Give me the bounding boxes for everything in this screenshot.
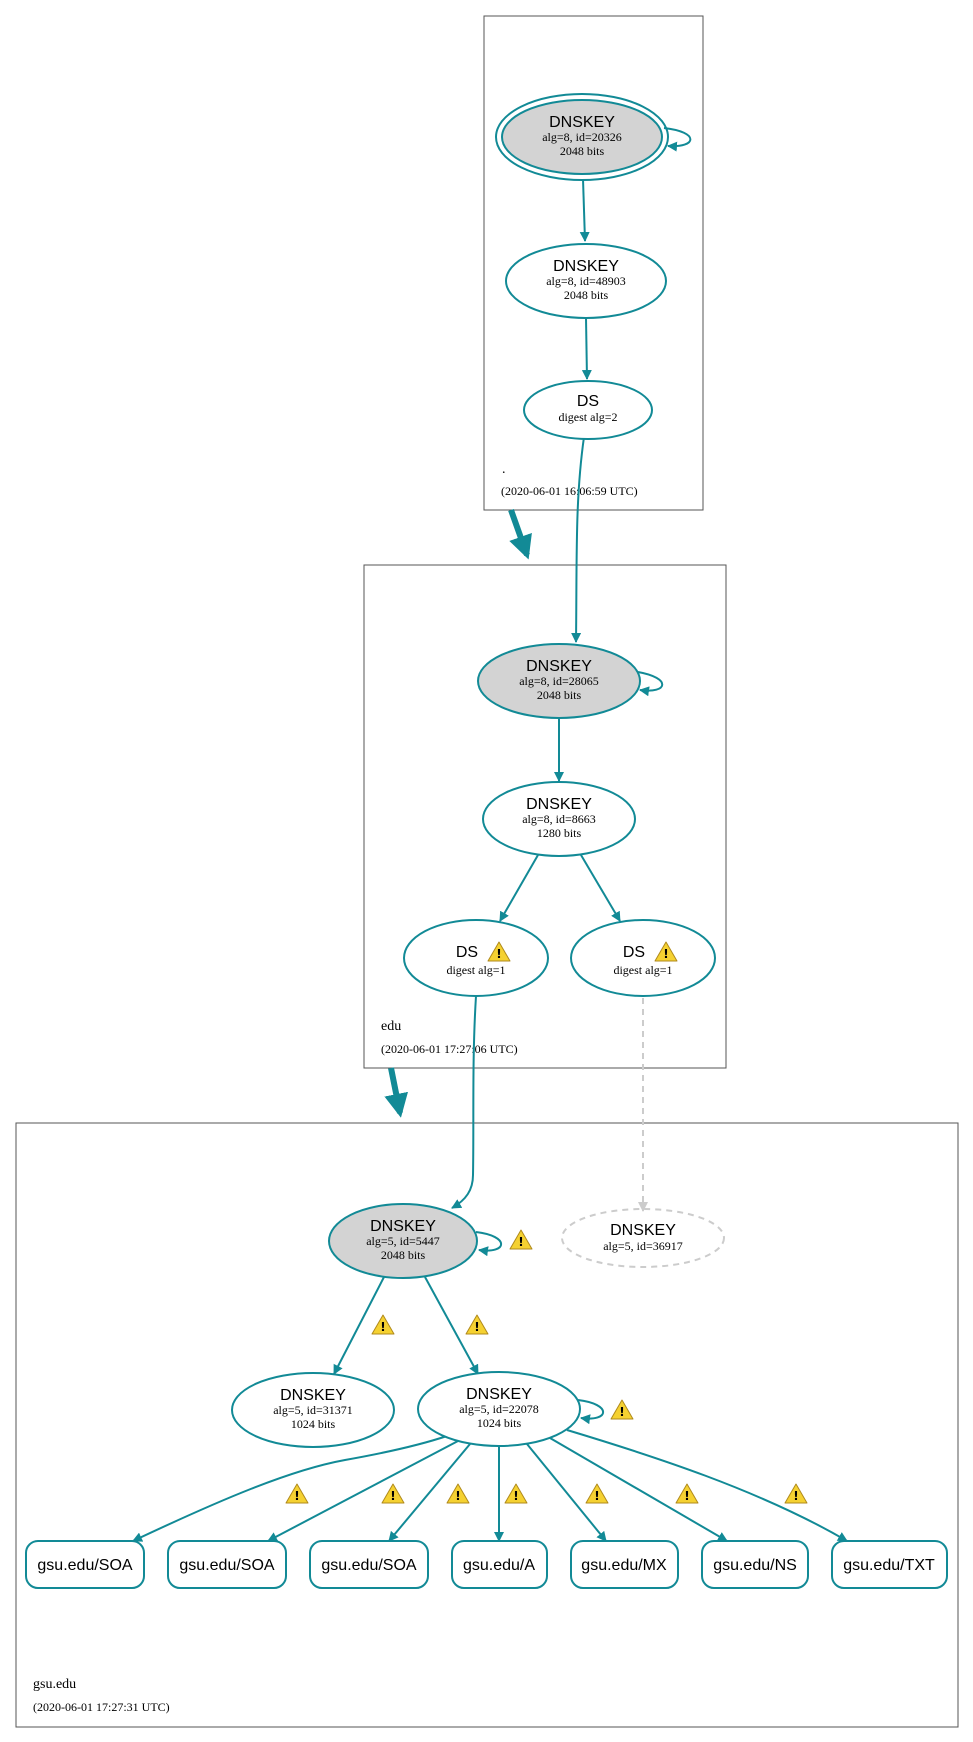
node-title: DNSKEY: [370, 1218, 436, 1235]
warning-icon[interactable]: [446, 1483, 470, 1504]
node-gsu-dnskey-31371[interactable]: DNSKEY alg=5, id=31371 1024 bits: [231, 1372, 395, 1448]
node-title: DNSKEY: [549, 114, 615, 131]
node-line1: digest alg=1: [446, 963, 505, 977]
zone-gsu-edu: gsu.edu (2020-06-01 17:27:31 UTC): [15, 1122, 959, 1728]
node-line1: alg=8, id=8663: [522, 812, 596, 826]
edge-22078-soa2: [267, 1440, 459, 1542]
warning-icon[interactable]: [285, 1483, 309, 1504]
node-title: DNSKEY: [610, 1222, 676, 1239]
edge-gsu-ksk-31371: [333, 1276, 385, 1375]
edge-22078-mx: [526, 1443, 607, 1542]
rrset-gsu-soa-1[interactable]: gsu.edu/SOA: [25, 1540, 145, 1589]
warning-icon[interactable]: [465, 1314, 489, 1335]
edge-gsu-ksk-self: [475, 1231, 503, 1257]
node-title: DS: [623, 944, 645, 961]
rrset-label: gsu.edu/SOA: [321, 1557, 417, 1574]
zone-root-border: [483, 15, 704, 511]
zone-gsu-name: gsu.edu: [33, 1677, 76, 1692]
node-line1: alg=8, id=20326: [542, 130, 622, 144]
zone-gsu-timestamp: (2020-06-01 17:27:31 UTC): [33, 1700, 170, 1714]
rrset-label: gsu.edu/A: [463, 1557, 535, 1574]
node-line2: 1024 bits: [291, 1417, 336, 1431]
node-line1: alg=5, id=31371: [273, 1403, 353, 1417]
zone-edu-name: edu: [381, 1019, 401, 1034]
warning-icon[interactable]: [585, 1483, 609, 1504]
warning-icon[interactable]: [784, 1483, 808, 1504]
edge-gsu-ksk-22078: [424, 1276, 479, 1375]
rrset-label: gsu.edu/NS: [713, 1557, 797, 1574]
node-line2: 2048 bits: [381, 1248, 426, 1262]
node-line2: 1280 bits: [537, 826, 582, 840]
rrset-gsu-a[interactable]: gsu.edu/A: [451, 1540, 548, 1589]
edge-22078-soa3: [388, 1443, 471, 1542]
edge-22078-ns: [549, 1437, 728, 1542]
node-title: DNSKEY: [466, 1386, 532, 1403]
node-line2: 2048 bits: [564, 288, 609, 302]
edge-22078-txt: [566, 1429, 848, 1542]
node-edu-ksk[interactable]: DNSKEY alg=8, id=28065 2048 bits: [477, 643, 641, 719]
warning-icon[interactable]: [504, 1483, 528, 1504]
edge-edu-ds1-gsu-ksk: [451, 995, 477, 1209]
node-line1: alg=8, id=48903: [546, 274, 626, 288]
warning-icon[interactable]: [610, 1399, 634, 1420]
rrset-gsu-soa-2[interactable]: gsu.edu/SOA: [167, 1540, 287, 1589]
zone-edu-border: [363, 564, 727, 1069]
edge-edu-zsk-ds1: [499, 854, 539, 922]
warning-icon[interactable]: [509, 1229, 533, 1250]
edge-root-ds-edu-ksk: [571, 436, 585, 643]
node-title: DNSKEY: [280, 1387, 346, 1404]
node-edu-zsk[interactable]: DNSKEY alg=8, id=8663 1280 bits: [482, 781, 636, 857]
node-title: DNSKEY: [526, 796, 592, 813]
node-edu-ds-1[interactable]: DS digest alg=1: [403, 919, 549, 997]
node-root-ds[interactable]: DS digest alg=2: [523, 380, 653, 440]
node-gsu-dnskey-22078[interactable]: DNSKEY alg=5, id=22078 1024 bits: [417, 1371, 581, 1447]
node-line1: alg=5, id=5447: [366, 1234, 440, 1248]
node-line1: alg=8, id=28065: [519, 674, 599, 688]
node-gsu-ksk[interactable]: DNSKEY alg=5, id=5447 2048 bits: [328, 1203, 478, 1279]
node-root-zsk[interactable]: DNSKEY alg=8, id=48903 2048 bits: [505, 243, 667, 319]
node-line1: alg=5, id=22078: [459, 1402, 539, 1416]
node-title: DS: [456, 944, 478, 961]
node-title: DS: [577, 393, 599, 410]
warning-icon[interactable]: [371, 1314, 395, 1335]
node-line2: 1024 bits: [477, 1416, 522, 1430]
rrset-label: gsu.edu/SOA: [179, 1557, 275, 1574]
node-line2: 2048 bits: [560, 144, 605, 158]
zone-root-name: .: [502, 462, 506, 477]
zone-gsu-border: [15, 1122, 959, 1728]
edge-gsu-22078-self: [577, 1399, 605, 1425]
delegation-arrow-edu-gsu: [384, 1067, 409, 1118]
zone-root: . (2020-06-01 16:06:59 UTC): [483, 15, 704, 511]
node-root-ksk[interactable]: DNSKEY alg=8, id=20326 2048 bits: [495, 93, 669, 181]
node-title: DNSKEY: [526, 658, 592, 675]
node-line1: digest alg=1: [613, 963, 672, 977]
edge-root-ksk-zsk: [579, 178, 590, 242]
rrset-label: gsu.edu/SOA: [37, 1557, 133, 1574]
warning-icon[interactable]: [675, 1483, 699, 1504]
node-title: DNSKEY: [553, 258, 619, 275]
edge-22078-soa1: [132, 1435, 448, 1542]
rrset-gsu-mx[interactable]: gsu.edu/MX: [570, 1540, 679, 1589]
edge-edu-zsk-ds2: [580, 854, 621, 922]
rrset-gsu-soa-3[interactable]: gsu.edu/SOA: [309, 1540, 429, 1589]
rrset-label: gsu.edu/MX: [581, 1557, 667, 1574]
node-gsu-missing-dnskey[interactable]: DNSKEY alg=5, id=36917: [561, 1208, 725, 1268]
rrset-gsu-ns[interactable]: gsu.edu/NS: [701, 1540, 809, 1589]
delegation-arrow-root-edu: [508, 508, 532, 560]
rrset-gsu-txt[interactable]: gsu.edu/TXT: [831, 1540, 948, 1589]
node-line2: 2048 bits: [537, 688, 582, 702]
edge-root-zsk-ds: [581, 317, 592, 380]
node-edu-ds-2[interactable]: DS digest alg=1: [570, 919, 716, 997]
zone-root-timestamp: (2020-06-01 16:06:59 UTC): [501, 484, 638, 498]
zone-edu-timestamp: (2020-06-01 17:27:06 UTC): [381, 1042, 518, 1056]
warning-icon[interactable]: [381, 1483, 405, 1504]
node-line1: alg=5, id=36917: [603, 1239, 683, 1253]
edge-root-ksk-self: [663, 127, 692, 152]
node-line1: digest alg=2: [558, 410, 617, 424]
edge-edu-ksk-self: [637, 671, 664, 697]
rrset-label: gsu.edu/TXT: [843, 1557, 935, 1574]
zone-edu: edu (2020-06-01 17:27:06 UTC): [363, 564, 727, 1069]
